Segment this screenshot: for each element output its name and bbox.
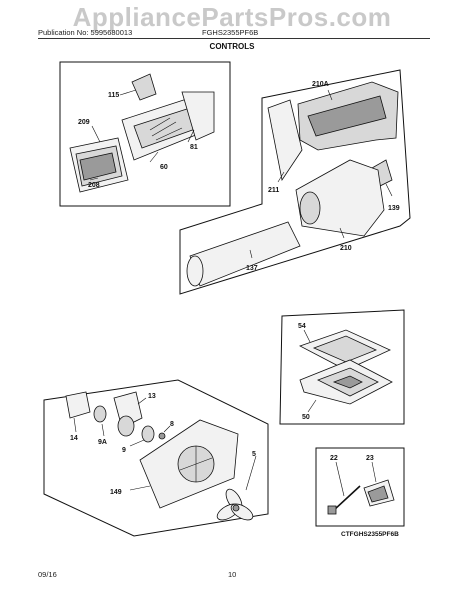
- callout-14: 14: [70, 435, 78, 442]
- part-115-clip: [131, 73, 157, 101]
- section-title: CONTROLS: [209, 42, 255, 51]
- model-number: FGHS2355PF6B: [202, 28, 259, 37]
- footer-date: 09/16: [38, 570, 57, 579]
- callout-22: 22: [330, 455, 338, 462]
- callout-208: 208: [88, 182, 100, 189]
- diagram-code: CTFGHS2355PF6B: [341, 531, 399, 538]
- callout-81: 81: [190, 144, 198, 151]
- part-211-bracket: [267, 99, 303, 182]
- callout-8: 8: [170, 421, 174, 428]
- callout-137: 137: [246, 265, 258, 272]
- watermark-logo: AppliancePartsPros.com: [72, 2, 392, 32]
- callout-139: 139: [388, 205, 400, 212]
- footer-page-number: 10: [228, 570, 237, 579]
- callout-13: 13: [148, 393, 156, 400]
- part-137-filter: [189, 221, 301, 287]
- header-rule: [38, 38, 430, 39]
- callout-9A: 9A: [98, 439, 107, 446]
- publication-number: Publication No: 5995680013: [38, 28, 133, 37]
- panel-control-board: [279, 309, 405, 425]
- callout-9: 9: [122, 447, 126, 454]
- part-81-bracket: [181, 91, 215, 141]
- part-9A-grommet: [93, 405, 107, 423]
- callout-209: 209: [78, 119, 90, 126]
- callout-115: 115: [108, 92, 119, 99]
- panel-harness-light: [315, 447, 405, 527]
- callout-23: 23: [366, 455, 374, 462]
- part-5-fan-blade: [216, 488, 254, 521]
- callout-210A: 210A: [312, 81, 329, 88]
- panel-control-housing: [59, 61, 231, 207]
- part-22-harness: [327, 505, 337, 515]
- part-8-screw: [158, 432, 166, 440]
- callout-5: 5: [252, 451, 256, 458]
- callout-149: 149: [110, 489, 122, 496]
- callout-54: 54: [298, 323, 306, 330]
- panel-fan-assembly: [43, 379, 269, 537]
- callout-60: 60: [160, 164, 168, 171]
- part-9-grommet: [141, 425, 155, 443]
- panel-water-filter-housing: [179, 69, 411, 295]
- callout-210: 210: [340, 245, 352, 252]
- callout-211: 211: [268, 187, 279, 194]
- part-14-bracket: [65, 391, 91, 419]
- callout-50: 50: [302, 414, 310, 421]
